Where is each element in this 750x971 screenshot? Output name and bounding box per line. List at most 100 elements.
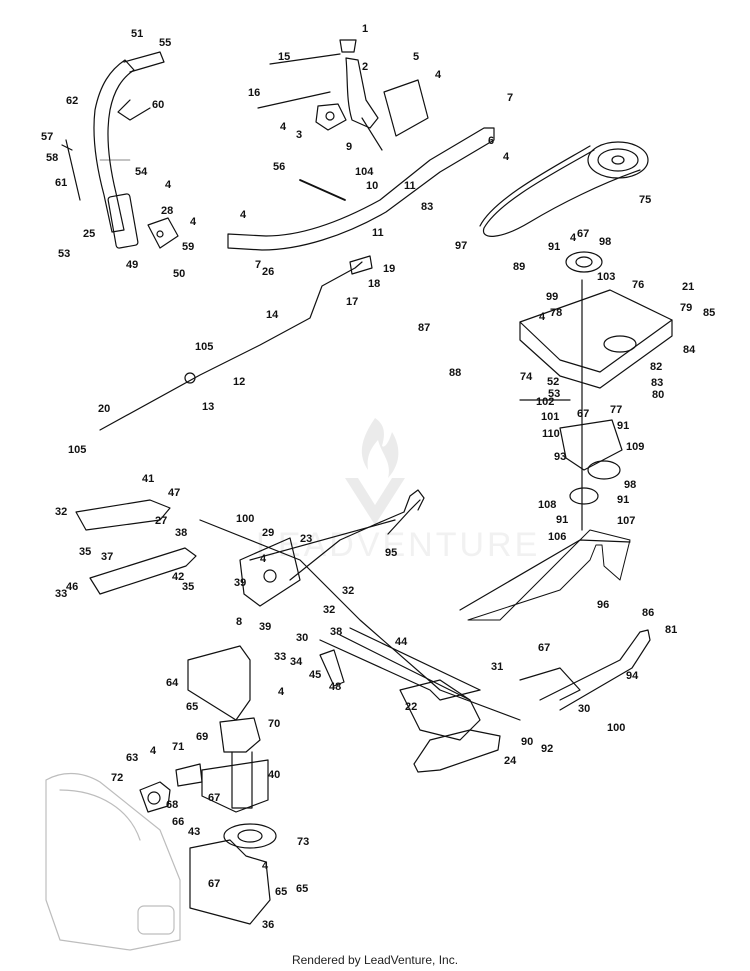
callout-label: 99 [546,291,558,303]
callout-label: 62 [66,95,78,107]
callout-label: 66 [172,816,184,828]
callout-label: 98 [624,479,636,491]
callout-label: 44 [395,636,408,648]
callout-label: 89 [513,261,525,273]
callout-label: 57 [41,131,53,143]
callout-label: 71 [172,741,184,753]
callout-label: 4 [165,179,172,191]
callout-label: 109 [626,441,644,453]
callout-label: 29 [262,527,274,539]
callout-label: 69 [196,731,208,743]
watermark: LEADVENTURE [256,418,540,564]
callout-label: 4 [260,553,267,565]
callout-label: 64 [166,677,179,689]
callout-label: 4 [539,311,546,323]
callout-label: 4 [570,232,577,244]
callout-label: 36 [262,919,274,931]
callout-label: 67 [208,878,220,890]
callout-label: 24 [504,755,517,767]
callout-label: 98 [599,236,611,248]
auger-gearbox-assembly [45,645,277,951]
callout-label: 28 [161,205,173,217]
callout-label: 65 [296,883,308,895]
callout-label: 107 [617,515,635,527]
callout-label: 67 [538,642,550,654]
callout-label: 105 [68,444,86,456]
callout-label: 91 [617,494,629,506]
callout-label: 87 [418,322,430,334]
callout-label: 31 [491,661,503,673]
callout-label: 70 [268,718,280,730]
callout-label: 20 [98,403,110,415]
callout-label: 76 [632,279,644,291]
callout-label: 90 [521,736,533,748]
callout-label: 32 [342,585,354,597]
callout-label: 104 [355,166,374,178]
callout-label: 39 [234,577,246,589]
callout-label: 81 [665,624,677,636]
callout-label: 100 [236,513,254,525]
watermark-v-icon [345,478,405,525]
callout-label: 9 [346,141,352,153]
callout-label: 4 [262,860,269,872]
callout-label: 65 [186,701,198,713]
callout-label: 4 [278,686,285,698]
callout-label: 11 [404,180,416,192]
callout-label: 77 [610,404,622,416]
callout-label: 14 [266,309,279,321]
callout-label: 108 [538,499,556,511]
callout-label: 83 [421,201,433,213]
callout-label: 94 [626,670,639,682]
callout-label: 40 [268,769,280,781]
callout-label: 78 [550,307,562,319]
callout-label: 46 [66,581,78,593]
callout-label: 67 [208,792,220,804]
callout-label: 56 [273,161,285,173]
callout-label: 12 [233,376,245,388]
callout-label: 13 [202,401,214,413]
callout-label: 97 [455,240,467,252]
callout-label: 101 [541,411,559,423]
callout-label: 53 [548,388,560,400]
callout-label: 52 [547,376,559,388]
watermark-flame-icon [361,418,399,478]
callout-label: 11 [372,227,384,239]
callout-label: 95 [385,547,397,559]
callout-label: 3 [296,129,302,141]
callout-label: 51 [131,28,143,40]
callout-label: 86 [642,607,654,619]
callout-label: 85 [703,307,715,319]
callout-label: 37 [101,551,113,563]
callout-label: 68 [166,799,178,811]
callout-label: 33 [274,651,286,663]
callout-label: 54 [135,166,148,178]
callout-label: 93 [554,451,566,463]
callout-label: 73 [297,836,309,848]
callout-label: 35 [182,581,194,593]
callout-label: 4 [240,209,247,221]
center-frame-assembly [75,489,651,773]
callout-label: 67 [577,408,589,420]
callout-label: 53 [58,248,70,260]
callout-label: 5 [413,51,419,63]
callout-label: 7 [255,259,261,271]
callout-label: 80 [652,389,664,401]
render-credit: Rendered by LeadVenture, Inc. [291,953,459,967]
callout-label: 100 [607,722,625,734]
callout-label: 4 [435,69,442,81]
callout-label: 4 [503,151,510,163]
callout-label: 17 [346,296,358,308]
callout-label: 91 [617,420,629,432]
callout-label: 55 [159,37,171,49]
callout-label: 34 [290,656,303,668]
callout-label: 60 [152,99,164,111]
callout-label: 42 [172,571,184,583]
callout-label: 50 [173,268,185,280]
control-rod [99,255,373,431]
lever-handle-assembly [61,51,179,249]
callout-label: 32 [55,506,67,518]
watermark-text: LEADVENTURE [256,526,540,564]
callout-label: 4 [150,745,157,757]
callout-label: 26 [262,266,274,278]
